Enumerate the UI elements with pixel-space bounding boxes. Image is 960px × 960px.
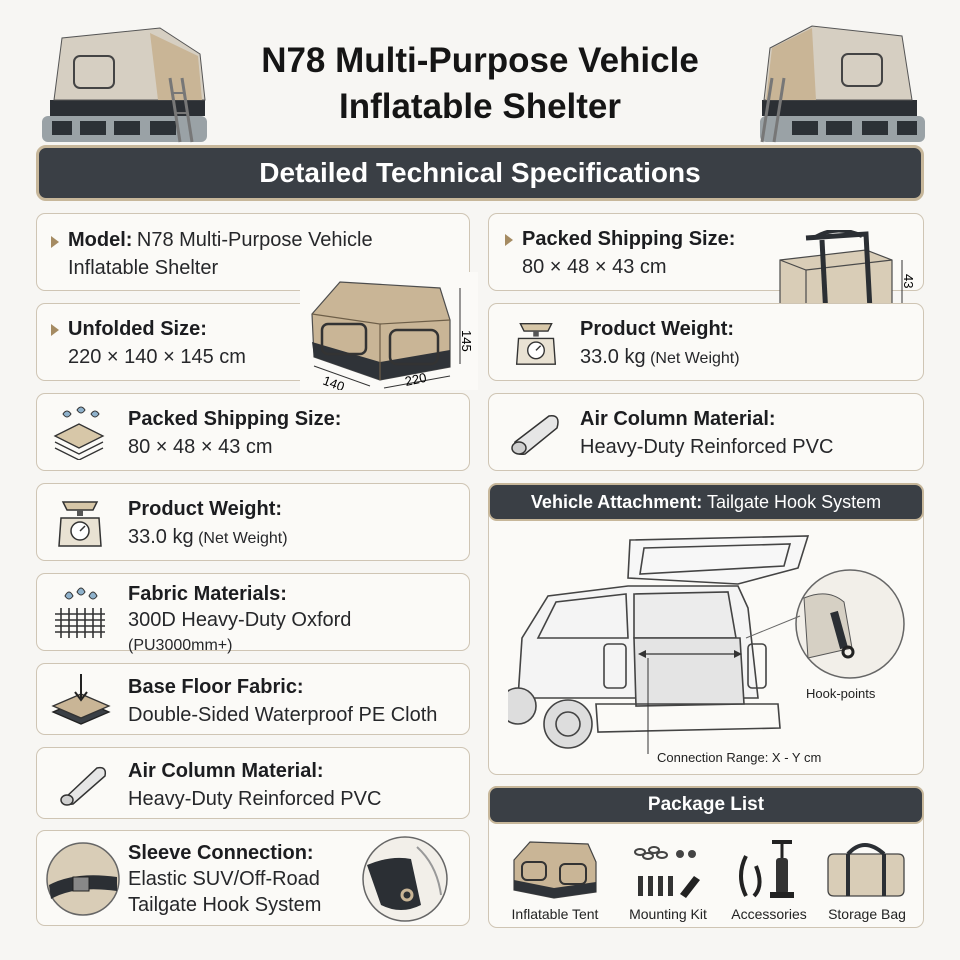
floor-value: Double-Sided Waterproof PE Cloth: [128, 704, 438, 726]
unfolded-label: Unfolded Size:: [68, 318, 207, 340]
storage-bag-icon: [827, 843, 905, 897]
floor-layers-icon: [51, 674, 111, 725]
packed-value: 80 × 48 × 43 cm: [128, 436, 273, 458]
unfolded-dim-length: 220: [404, 370, 428, 389]
sleeve-strap-icon: [46, 842, 120, 916]
title-line-2: Inflatable Shelter: [338, 87, 622, 126]
bullet-triangle-icon: [51, 236, 59, 248]
vehicle-attachment-value: Tailgate Hook System: [707, 492, 882, 512]
hook-points-label: Hook-points: [806, 686, 876, 701]
weight-right-label: Product Weight:: [580, 318, 735, 340]
connection-range-label: Connection Range: X - Y cm: [657, 750, 822, 765]
vehicle-attachment-label: Vehicle Attachment:: [530, 492, 703, 512]
scale-icon: [58, 501, 102, 547]
weight-note: (Net Weight): [198, 530, 288, 547]
tailgate-hook-closeup-icon: [362, 836, 448, 922]
air-tube-icon: [511, 415, 559, 455]
weight-label: Product Weight:: [128, 498, 283, 520]
spec-card-air-column: Air Column Material: Heavy-Duty Reinforc…: [36, 747, 470, 819]
spec-card-weight-right: Product Weight: 33.0 kg (Net Weight): [488, 303, 924, 381]
model-value-line2: Inflatable Shelter: [68, 257, 219, 279]
air-tube-icon: [60, 766, 107, 806]
fabric-note: (PU3000mm+): [128, 637, 233, 654]
package-item-label: Storage Bag: [828, 906, 906, 922]
bag-dim-height: 43: [901, 274, 916, 288]
bullet-triangle-icon: [51, 324, 59, 336]
unfolded-value: 220 × 140 × 145 cm: [68, 346, 246, 368]
sleeve-value-line1: Elastic SUV/Off-Road: [128, 868, 320, 890]
page-title: N78 Multi-Purpose Vehicle Inflatable She…: [200, 38, 760, 130]
spec-card-air-column-right: Air Column Material: Heavy-Duty Reinforc…: [488, 393, 924, 471]
spec-card-fabric: Fabric Materials: 300D Heavy-Duty Oxford…: [36, 573, 470, 654]
title-line-1: N78 Multi-Purpose Vehicle: [261, 41, 699, 80]
weight-value: 33.0 kg: [128, 526, 194, 548]
unfolded-tent-diagram: 145 140 220: [300, 272, 478, 390]
bullet-triangle-icon: [505, 234, 513, 246]
package-list-header: Package List: [488, 786, 924, 824]
sleeve-value-line2: Tailgate Hook System: [128, 894, 322, 916]
fabric-label: Fabric Materials:: [128, 583, 287, 605]
vehicle-attachment-header: Vehicle Attachment: Tailgate Hook System: [488, 483, 924, 521]
package-item-label: Mounting Kit: [629, 906, 707, 922]
vehicle-tent-illustration-right: [760, 25, 925, 143]
specs-banner: Detailed Technical Specifications: [36, 145, 924, 201]
packed-right-label: Packed Shipping Size:: [522, 228, 736, 250]
mounting-kit-icon: [634, 846, 700, 898]
weight-right-value: 33.0 kg: [580, 346, 646, 368]
sleeve-label: Sleeve Connection:: [128, 842, 314, 864]
packed-label: Packed Shipping Size:: [128, 408, 342, 430]
spec-card-weight: Product Weight: 33.0 kg (Net Weight): [36, 483, 470, 561]
spec-card-floor: Base Floor Fabric: Double-Sided Waterpro…: [36, 663, 470, 735]
package-item-label: Inflatable Tent: [511, 906, 599, 922]
vehicle-tent-illustration-left: [42, 27, 207, 143]
scale-icon: [515, 322, 557, 365]
weight-right-note: (Net Weight): [650, 350, 740, 367]
air-right-label: Air Column Material:: [580, 408, 776, 430]
spec-card-sleeve: Sleeve Connection: Elastic SUV/Off-Road …: [36, 830, 470, 926]
inflatable-tent-icon: [513, 841, 597, 899]
unfolded-dim-width: 140: [321, 373, 347, 390]
floor-label: Base Floor Fabric:: [128, 676, 304, 698]
model-label: Model:: [68, 229, 133, 251]
packed-right-value: 80 × 48 × 43 cm: [522, 256, 667, 278]
fabric-weave-icon: [55, 587, 105, 638]
spec-card-packed-size: Packed Shipping Size: 80 × 48 × 43 cm: [36, 393, 470, 471]
packed-layers-icon: [53, 406, 105, 460]
unfolded-dim-height: 145: [459, 330, 474, 352]
air-value: Heavy-Duty Reinforced PVC: [128, 788, 382, 810]
package-item-label: Accessories: [731, 906, 807, 922]
fabric-value: 300D Heavy-Duty Oxford: [128, 609, 352, 631]
air-label: Air Column Material:: [128, 760, 324, 782]
model-value-line1: N78 Multi-Purpose Vehicle: [136, 229, 373, 251]
air-pump-icon: [739, 840, 794, 898]
air-right-value: Heavy-Duty Reinforced PVC: [580, 436, 834, 458]
suv-tailgate-illustration: [508, 535, 905, 754]
